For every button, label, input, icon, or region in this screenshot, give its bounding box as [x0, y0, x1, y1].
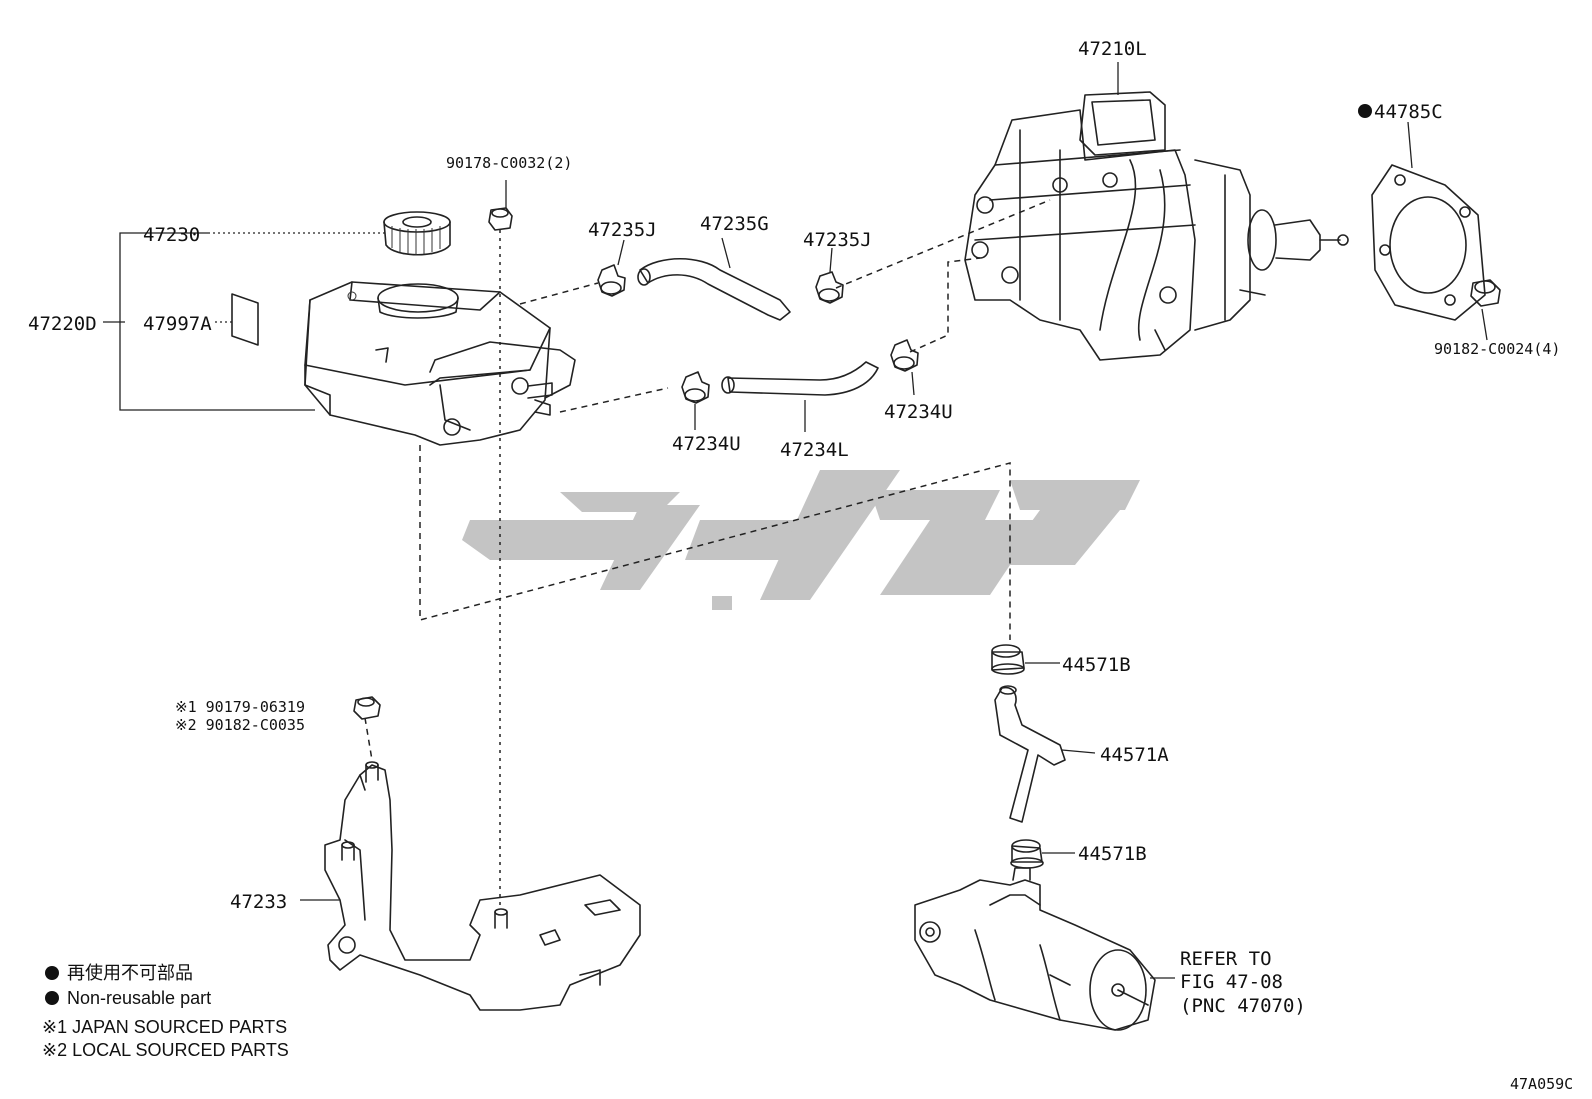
legend-non-reusable-en: Non-reusable part: [67, 988, 211, 1008]
label-44571b-top: 44571B: [1062, 654, 1131, 676]
legend-bullet-icon-en: [45, 991, 59, 1005]
legend-local-sourced: ※2 LOCAL SOURCED PARTS: [42, 1040, 289, 1060]
bracket-bolt: [353, 696, 381, 720]
label-47235j-right: 47235J: [803, 229, 872, 251]
nut-90178-c0032: [488, 207, 513, 231]
label-90182-c0024: 90182-C0024(4): [1434, 340, 1560, 358]
caution-label: [231, 293, 259, 346]
label-refer-line1: REFER TO: [1180, 948, 1272, 970]
label-47220d: 47220D: [28, 313, 97, 335]
reservoir-cap: [383, 211, 451, 256]
gasket-44785c: [1371, 164, 1486, 321]
label-44571b-bottom: 44571B: [1078, 843, 1147, 865]
hose-47234l: [721, 361, 879, 396]
part-labels: 47210L 44785C 90182-C0024(4) 90178-C0032…: [28, 38, 1573, 1093]
label-90178-c0032: 90178-C0032(2): [446, 154, 572, 172]
legend-non-reusable-jp: 再使用不可部品: [67, 963, 193, 983]
diagram-code: 47A059C: [1510, 1075, 1573, 1093]
hose-44571a: [994, 685, 1066, 823]
clamp-47234u-left: [681, 371, 710, 404]
brake-actuator-assembly: [964, 91, 1349, 361]
reservoir-tank: [304, 281, 576, 446]
clamp-47235j-left: [597, 264, 626, 297]
label-47234l: 47234L: [780, 439, 849, 461]
reservoir-bracket: [324, 761, 641, 1011]
label-47997a: 47997A: [143, 313, 212, 335]
label-47230: 47230: [143, 224, 200, 246]
clamp-47234u-right: [890, 339, 919, 372]
leader-lines: [103, 62, 1488, 979]
legend-japan-sourced: ※1 JAPAN SOURCED PARTS: [42, 1017, 287, 1037]
hose-47235g: [637, 257, 791, 321]
label-refer-line3: (PNC 47070): [1180, 995, 1306, 1017]
connection-lines: [364, 199, 1051, 905]
nut-90182-c0024: [1470, 279, 1501, 307]
label-47234u-right: 47234U: [884, 401, 953, 423]
label-47235g: 47235G: [700, 213, 769, 235]
clamp-44571b-bottom: [1010, 839, 1044, 869]
label-47235j-left: 47235J: [588, 219, 657, 241]
legend: 再使用不可部品 Non-reusable part ※1 JAPAN SOURC…: [42, 963, 289, 1060]
label-44571a: 44571A: [1100, 744, 1169, 766]
watermark-logo: [462, 470, 1140, 610]
label-note2-bolt: ※2 90182-C0035: [175, 716, 305, 734]
pump-motor: [914, 867, 1156, 1031]
clamp-44571b-top: [991, 644, 1025, 675]
label-47234u-left: 47234U: [672, 433, 741, 455]
non-reusable-bullet-icon: [1358, 104, 1372, 118]
label-refer-line2: FIG 47-08: [1180, 971, 1283, 993]
legend-bullet-icon-jp: [45, 966, 59, 980]
label-47210l: 47210L: [1078, 38, 1147, 60]
label-note1-bolt: ※1 90179-06319: [175, 698, 305, 716]
clamp-47235j-right: [815, 271, 844, 304]
label-44785c: 44785C: [1374, 101, 1443, 123]
label-47233: 47233: [230, 891, 287, 913]
